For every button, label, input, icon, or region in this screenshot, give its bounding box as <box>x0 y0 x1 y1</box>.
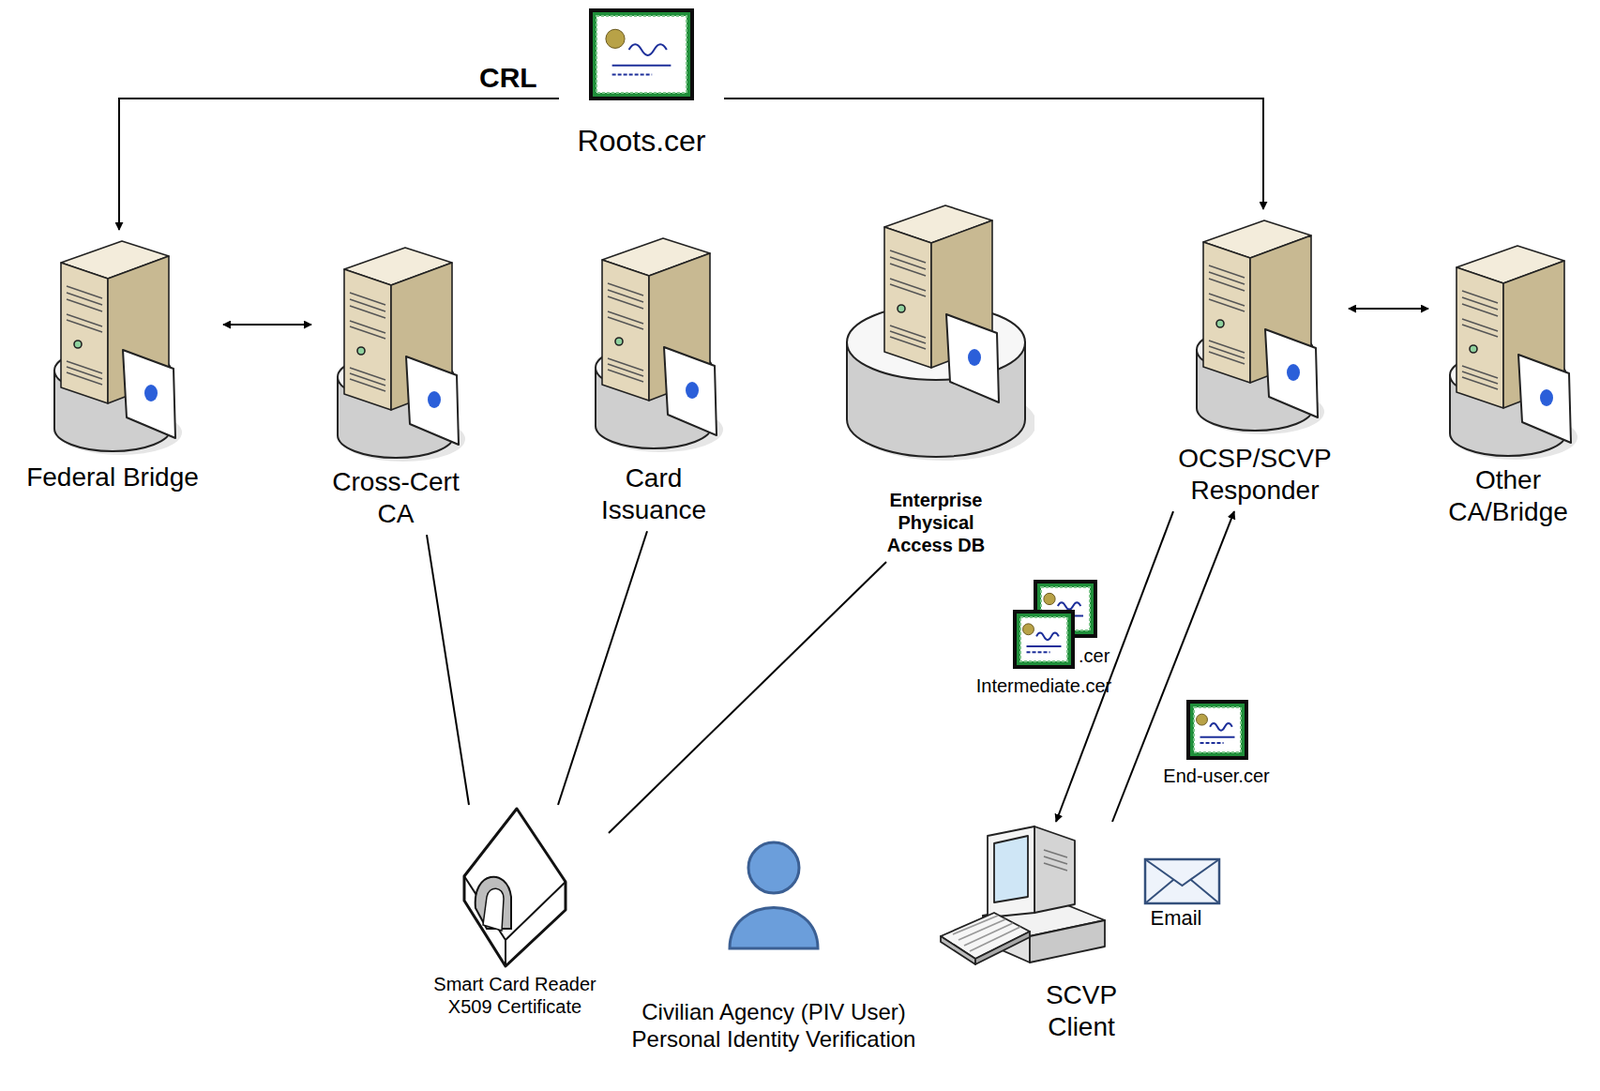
node-box: Card Issuance <box>569 226 739 531</box>
node-icon <box>325 236 467 467</box>
text-label: .cer <box>1078 645 1110 666</box>
node-label: Smart Card Reader X509 Certificate <box>428 972 603 1018</box>
node-icon <box>588 8 695 101</box>
node-icon <box>1437 234 1579 465</box>
node-box: Cross-Cert CA <box>311 236 481 535</box>
node-box: OCSP/SCVP Responder <box>1161 209 1349 512</box>
node-icon <box>1184 209 1326 439</box>
node-label: Enterprise Physical Access DB <box>875 488 997 557</box>
connector-line <box>558 530 648 805</box>
connector-line <box>426 534 469 805</box>
node-label: Federal Bridge <box>5 461 220 494</box>
connector-line <box>223 323 312 326</box>
node-icon <box>458 804 572 969</box>
node-box: Federal Bridge <box>1 229 224 499</box>
node-label: Cross-Cert CA <box>316 466 476 529</box>
text-label: End-user.cer <box>1162 765 1269 786</box>
text-label: Email <box>1149 906 1202 930</box>
node-box: Other CA/Bridge <box>1428 234 1588 533</box>
node-icon <box>837 194 1035 476</box>
text-label: Intermediate.cer <box>976 675 1113 696</box>
connector-line <box>724 98 1264 210</box>
node-icon <box>583 226 725 457</box>
node-label: Card Issuance <box>578 462 729 526</box>
node-box: Civilian Agency (PIV User) Personal Iden… <box>590 839 957 1059</box>
node-label: Other CA/Bridge <box>1437 464 1579 528</box>
node-box: Enterprise Physical Access DB <box>832 194 1040 562</box>
envelope-icon <box>1145 859 1220 904</box>
node-label: Roots.cer <box>562 122 721 159</box>
connector-label: CRL <box>476 61 541 93</box>
node-box: Roots.cer <box>558 8 725 165</box>
certificate-icon <box>1186 699 1249 760</box>
node-icon <box>722 839 826 951</box>
certificate-icon <box>1012 609 1075 669</box>
connector-line <box>1348 307 1429 310</box>
connector-line <box>608 561 887 833</box>
node-box: SCVP Client <box>914 821 1131 1048</box>
node-label: SCVP Client <box>1029 979 1133 1042</box>
node-label: Civilian Agency (PIV User) Personal Iden… <box>595 998 952 1054</box>
node-icon <box>42 229 183 460</box>
node-icon <box>935 821 1110 972</box>
node-label: OCSP/SCVP Responder <box>1165 442 1344 506</box>
connector-line <box>119 98 559 230</box>
connector-line <box>1056 511 1174 822</box>
node-box: Smart Card Reader X509 Certificate <box>421 804 609 1024</box>
